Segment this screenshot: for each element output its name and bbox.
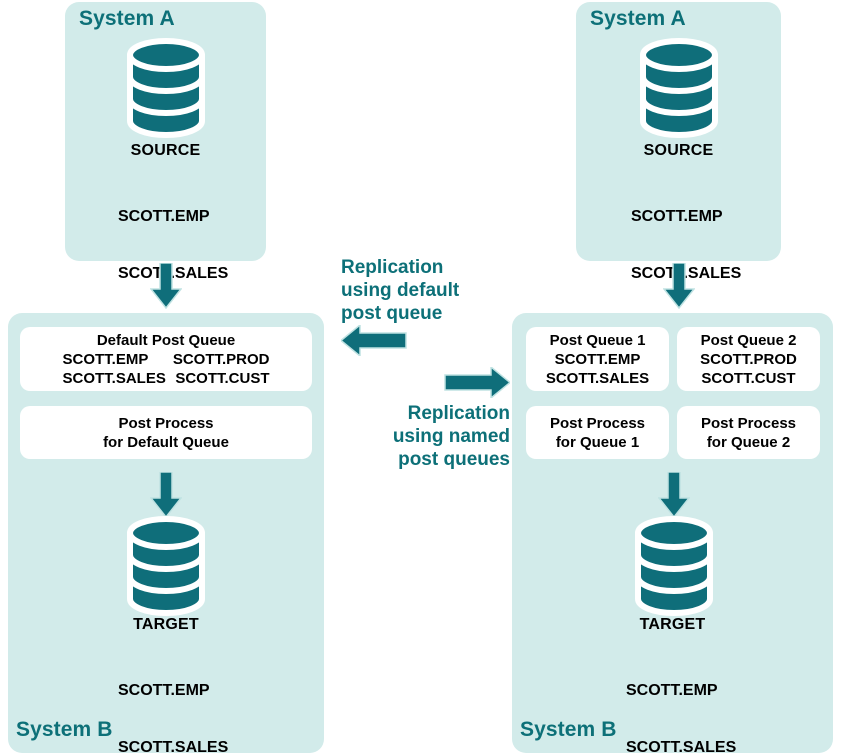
left-source-panel: System A SOURCE SCOTT.EMP SCOTT.SALES SC… (65, 2, 266, 396)
right-target-panel-title: System B (520, 718, 617, 741)
default-post-process-box: Post Process for Default Queue (20, 406, 312, 459)
right-target-table-list: SCOTT.EMP SCOTT.SALES SCOTT.PROD SCOTT.C… (626, 643, 736, 753)
table-item: SCOTT.EMP (626, 682, 718, 699)
table-item: SCOTT.SALES (626, 739, 737, 753)
table-item: SCOTT.EMP (118, 682, 210, 699)
right-arrow-icon (444, 367, 510, 398)
left-target-panel: Default Post Queue SCOTT.EMP SCOTT.PROD … (8, 313, 324, 753)
left-arrow-source-to-queue (150, 263, 182, 309)
post-process-line1: Post Process (549, 414, 646, 432)
table-item: SCOTT.SALES (118, 265, 229, 282)
left-target-db-label: TARGET (133, 616, 199, 633)
left-arrow-icon (341, 325, 407, 356)
post-process-line1: Post Process (700, 414, 797, 432)
right-target-db-label: TARGET (639, 616, 706, 633)
table-item: SCOTT.EMP (554, 350, 641, 368)
right-source-db-label: SOURCE (643, 142, 714, 159)
table-item: SCOTT.SALES (62, 369, 166, 387)
table-item: SCOTT.EMP (62, 350, 149, 368)
left-arrow-process-to-target (150, 472, 182, 518)
database-cylinder-icon (124, 516, 208, 616)
post-process-line1: Post Process (118, 414, 214, 432)
table-item: SCOTT.SALES (631, 265, 742, 282)
post-process-2-box: Post Process for Queue 2 (677, 406, 820, 459)
left-source-panel-title: System A (79, 7, 175, 30)
post-process-1-box: Post Process for Queue 1 (526, 406, 669, 459)
table-item: SCOTT.SALES (545, 369, 650, 387)
table-item: SCOTT.EMP (631, 208, 723, 225)
post-process-line2: for Queue 2 (706, 433, 791, 451)
default-post-queue-header: Default Post Queue (96, 331, 236, 349)
database-cylinder-icon (632, 516, 716, 616)
right-arrow-process-to-target (658, 472, 690, 518)
caption-replication-default: Replication using default post queue (341, 257, 460, 324)
right-source-panel-title: System A (590, 7, 686, 30)
post-queue-1-header: Post Queue 1 (549, 331, 646, 349)
caption-replication-named: Replication using named post queues (392, 403, 510, 470)
database-cylinder-icon (124, 38, 208, 138)
right-source-panel: System A SOURCE SCOTT.EMP SCOTT.SALES SC… (576, 2, 781, 396)
table-item: SCOTT.PROD (172, 350, 270, 368)
right-arrow-source-to-queue (663, 263, 695, 309)
post-queue-2-header: Post Queue 2 (700, 331, 797, 349)
default-post-queue-row: SCOTT.SALES SCOTT.CUST (63, 369, 270, 388)
default-post-queue-box: Default Post Queue SCOTT.EMP SCOTT.PROD … (20, 327, 312, 391)
post-process-line2: for Queue 1 (555, 433, 640, 451)
database-cylinder-icon (637, 38, 721, 138)
post-process-line2: for Default Queue (103, 433, 229, 451)
left-source-db-label: SOURCE (130, 142, 201, 159)
post-queue-1-box: Post Queue 1 SCOTT.EMP SCOTT.SALES (526, 327, 669, 391)
table-item: SCOTT.PROD (700, 350, 797, 368)
left-target-table-list: SCOTT.EMP SCOTT.SALES SCOTT.PROD SCOTT.C… (118, 643, 228, 753)
post-queue-2-box: Post Queue 2 SCOTT.PROD SCOTT.CUST (677, 327, 820, 391)
right-target-panel: Post Queue 1 SCOTT.EMP SCOTT.SALES Post … (512, 313, 833, 753)
default-post-queue-row: SCOTT.EMP SCOTT.PROD (63, 350, 270, 369)
table-item: SCOTT.EMP (118, 208, 210, 225)
table-item: SCOTT.CUST (701, 369, 796, 387)
table-item: SCOTT.SALES (118, 739, 229, 753)
left-target-panel-title: System B (16, 718, 113, 741)
table-item: SCOTT.CUST (175, 369, 270, 387)
